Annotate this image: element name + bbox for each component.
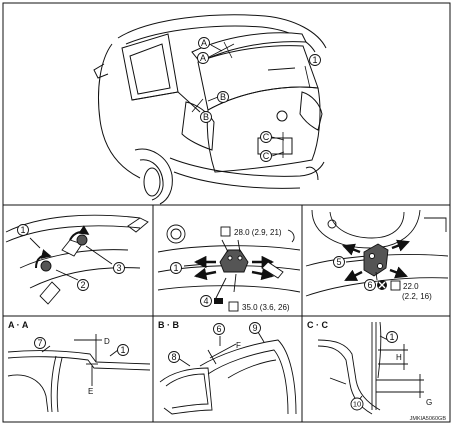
panel-lower-bracket (305, 209, 449, 297)
callout-6-bb: 6 (213, 323, 225, 335)
callout-1-cc: 1 (386, 331, 398, 343)
callout-a-top: A (198, 37, 210, 49)
svg-text:1: 1 (312, 55, 317, 65)
section-bb-drawing (159, 331, 297, 415)
svg-text:C: C (263, 132, 270, 142)
callout-b-bottom: B (200, 111, 212, 123)
dim-e-label: E (88, 387, 93, 396)
svg-text:1: 1 (389, 332, 394, 342)
torque-spec-2: 35.0 (3.6, 26) (228, 301, 290, 312)
callout-6-lower: 6 (364, 279, 387, 291)
svg-text:35.0 (3.6, 26): 35.0 (3.6, 26) (242, 303, 290, 312)
drawing-id: JMKIA5060GB (410, 416, 447, 422)
svg-text:1: 1 (20, 225, 25, 235)
section-title-cc: C · C (307, 320, 328, 330)
section-aa-drawing (7, 334, 151, 413)
callout-3-spoiler: 3 (113, 262, 125, 274)
callout-5-lower: 5 (333, 256, 345, 268)
svg-text:4: 4 (203, 296, 208, 306)
svg-text:8: 8 (171, 352, 176, 362)
callout-1-aa: 1 (117, 344, 129, 356)
panel-spoiler-detail (5, 214, 149, 305)
svg-text:7: 7 (37, 338, 42, 348)
callout-b-top: B (217, 91, 229, 103)
svg-text:1: 1 (173, 263, 178, 273)
callout-8-bb: 8 (168, 351, 180, 363)
callout-4-bracket: 4 (200, 295, 223, 307)
clip-symbol-icon (214, 298, 223, 304)
callout-9-bb: 9 (249, 322, 261, 334)
callout-1-bracket: 1 (170, 262, 182, 274)
svg-text:1: 1 (120, 345, 125, 355)
dim-f-label: F (236, 341, 241, 350)
torque-spec-3: 22.0 (2.2, 16) (390, 280, 432, 301)
callout-7-aa: 7 (34, 337, 46, 349)
svg-text:6: 6 (367, 280, 372, 290)
svg-text:(2.2, 16): (2.2, 16) (402, 292, 432, 301)
svg-text:9: 9 (252, 323, 257, 333)
svg-text:B: B (220, 92, 226, 102)
callout-c-bottom: C (260, 150, 272, 162)
svg-text:3: 3 (116, 263, 121, 273)
do-not-reuse-icon (377, 280, 387, 290)
svg-text:5: 5 (336, 257, 341, 267)
svg-text:10: 10 (353, 400, 361, 409)
svg-text:B: B (203, 112, 209, 122)
section-title-bb: B · B (158, 320, 179, 330)
torque-spec-1: 28.0 (2.9, 21) (220, 226, 282, 237)
vehicle-callouts (191, 41, 311, 158)
callout-1-top: 1 (309, 54, 321, 66)
dim-h-label: H (396, 353, 402, 362)
svg-text:A: A (200, 53, 206, 63)
callout-c-top: C (260, 131, 272, 143)
svg-text:28.0 (2.9, 21): 28.0 (2.9, 21) (234, 228, 282, 237)
callout-10-cc: 10 (350, 397, 364, 411)
svg-text:A: A (201, 38, 207, 48)
svg-text:22.0: 22.0 (403, 282, 419, 291)
callout-2-spoiler: 2 (77, 279, 89, 291)
section-cc-drawing (317, 321, 424, 415)
vehicle-rear-view (93, 14, 327, 205)
dim-d-label: D (104, 337, 110, 346)
dim-g-label: G (426, 398, 432, 407)
svg-text:2: 2 (80, 280, 85, 290)
panel-bracket-detail (157, 224, 301, 301)
callout-a-bottom: A (197, 52, 209, 64)
section-title-aa: A · A (8, 320, 29, 330)
svg-text:C: C (263, 151, 270, 161)
svg-text:6: 6 (216, 324, 221, 334)
callout-1-spoiler: 1 (17, 224, 29, 236)
